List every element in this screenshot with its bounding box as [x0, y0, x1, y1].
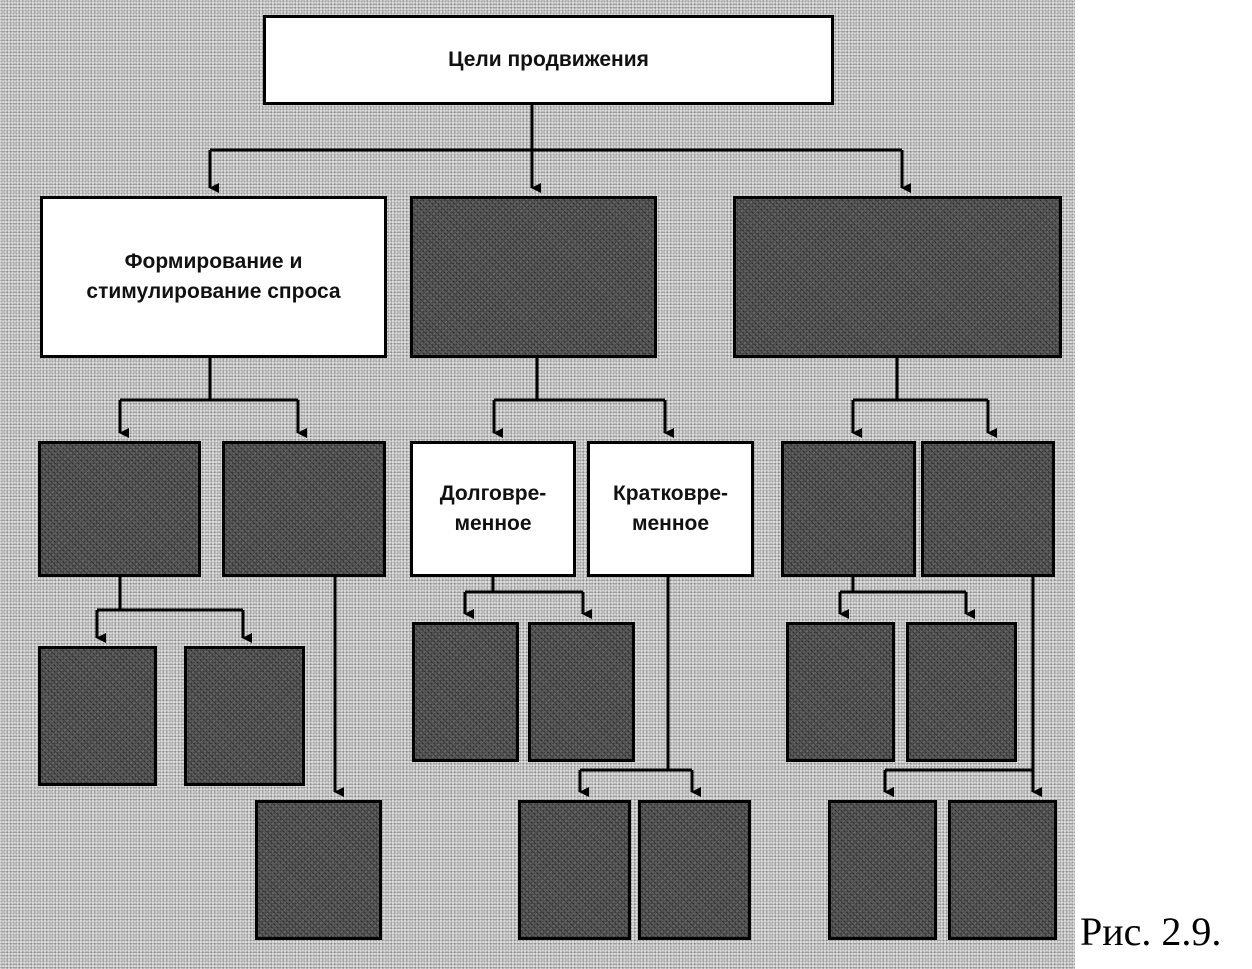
- branch-3-child-2-box: [921, 441, 1055, 577]
- diagram-area: Цели продвижения Формирование и стимулир…: [0, 0, 1075, 969]
- branch-demand-label: Формирование и стимулирование спроса: [86, 249, 341, 303]
- branch-1-child-2-box: [222, 441, 386, 577]
- short-term-box: Кратковре- менное: [587, 441, 754, 577]
- branch-3-2-leaf-2-box: [948, 800, 1057, 940]
- connectors: [95, 105, 1042, 797]
- short-term-leaf-2-box: [638, 800, 751, 940]
- root-goals-label: Цели продвижения: [448, 48, 649, 71]
- branch-3-child-1-box: [781, 441, 916, 577]
- branch-3-1-leaf-2-box: [906, 622, 1017, 762]
- long-term-leaf-2-box: [528, 622, 635, 762]
- branch-1-2-leaf-1-box: [255, 800, 382, 940]
- branch-demand-box: Формирование и стимулирование спроса: [40, 196, 387, 358]
- long-term-leaf-1-box: [412, 622, 519, 762]
- short-term-label: Кратковре- менное: [612, 481, 729, 535]
- long-term-box: Долговре- менное: [410, 441, 576, 577]
- branch-1-child-1-box: [38, 441, 201, 577]
- branch-3-box: [733, 196, 1062, 358]
- long-term-label: Долговре- менное: [439, 481, 547, 535]
- figure-caption: Рис. 2.9.: [1080, 909, 1222, 954]
- branch-3-1-leaf-1-box: [786, 622, 895, 762]
- root-goals-box: Цели продвижения: [263, 15, 834, 105]
- branch-1-1-leaf-1-box: [38, 646, 157, 786]
- branch-1-1-leaf-2-box: [184, 646, 305, 786]
- short-term-leaf-1-box: [518, 800, 631, 940]
- branch-2-box: [410, 196, 657, 358]
- branch-3-2-leaf-1-box: [828, 800, 937, 940]
